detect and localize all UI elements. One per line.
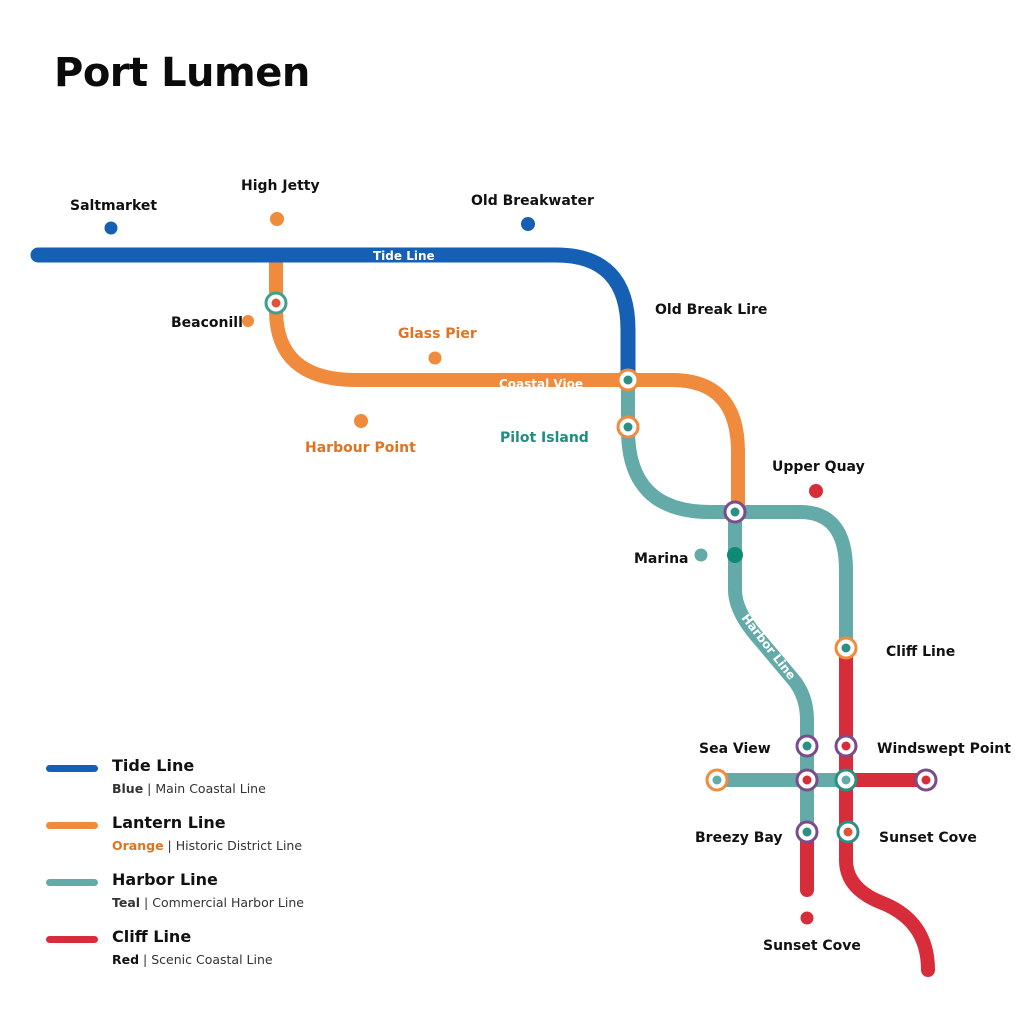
upper-quay-dot[interactable]: [809, 484, 823, 498]
legend-line-description: Orange | Historic District Line: [112, 838, 302, 853]
legend-description-text: Commercial Harbor Line: [152, 895, 304, 910]
legend-separator: |: [143, 781, 156, 796]
tide-line-route[interactable]: [30, 247, 636, 388]
legend-color-word: Red: [112, 952, 140, 967]
station-breezy-bay[interactable]: Breezy Bay: [695, 830, 783, 846]
beaconill-dot[interactable]: [242, 315, 254, 327]
legend-swatch: [46, 822, 98, 829]
windswept-point-terminus[interactable]: [914, 768, 938, 792]
legend-color-word: Teal: [112, 895, 141, 910]
glass-pier-dot[interactable]: [428, 351, 442, 365]
legend-line-description: Red | Scenic Coastal Line: [112, 952, 273, 967]
station-marina[interactable]: Marina: [634, 551, 689, 567]
legend-item-harbor-line[interactable]: Harbor Line Teal | Commercial Harbor Lin…: [46, 870, 346, 927]
cliff-line-interchange[interactable]: [834, 636, 858, 660]
sea-view-interchange[interactable]: [795, 734, 819, 758]
lantern-line-label: Coastal Vioe: [499, 377, 583, 391]
station-saltmarket[interactable]: Saltmarket: [70, 198, 157, 214]
station-sunset-cove-right[interactable]: Sunset Cove: [879, 830, 977, 846]
station-labels: Saltmarket High Jetty Old Breakwater Old…: [70, 178, 1011, 954]
station-sunset-cove-bottom[interactable]: Sunset Cove: [763, 938, 861, 954]
interchange-stations: [264, 291, 938, 844]
cliff-line-route[interactable]: [839, 641, 935, 977]
beaconill-interchange[interactable]: [264, 291, 288, 315]
coastal-interchange[interactable]: [616, 368, 640, 392]
legend-item-cliff-line[interactable]: Cliff Line Red | Scenic Coastal Line: [46, 927, 346, 984]
legend-color-word: Blue: [112, 781, 144, 796]
map-title: Port Lumen: [54, 50, 310, 96]
station-cliff-line[interactable]: Cliff Line: [886, 644, 955, 660]
legend-item-tide-line[interactable]: Tide Line Blue | Main Coastal Line: [46, 756, 346, 813]
sunset-cove-interchange[interactable]: [836, 820, 860, 844]
legend-swatch: [46, 879, 98, 886]
tide-line-label: Tide Line: [373, 249, 435, 263]
station-upper-quay[interactable]: Upper Quay: [772, 459, 865, 475]
map-legend: Tide Line Blue | Main Coastal Line Lante…: [46, 756, 346, 984]
station-windswept-point[interactable]: Windswept Point: [877, 741, 1011, 757]
station-glass-pier[interactable]: Glass Pier: [398, 326, 477, 342]
legend-line-description: Teal | Commercial Harbor Line: [112, 895, 304, 910]
old-breakwater-dot[interactable]: [521, 217, 535, 231]
legend-description-text: Scenic Coastal Line: [151, 952, 273, 967]
saltmarket-dot[interactable]: [104, 221, 118, 235]
sunset-cove-dot[interactable]: [800, 911, 814, 925]
legend-swatch: [46, 765, 98, 772]
cliff-cross-interchange[interactable]: [834, 768, 858, 792]
legend-line-name: Tide Line: [112, 756, 195, 775]
legend-item-lantern-line[interactable]: Lantern Line Orange | Historic District …: [46, 813, 346, 870]
legend-separator: |: [139, 952, 152, 967]
legend-line-name: Lantern Line: [112, 813, 226, 832]
legend-color-word: Orange: [112, 838, 164, 853]
legend-description-text: Historic District Line: [175, 838, 303, 853]
legend-line-description: Blue | Main Coastal Line: [112, 781, 266, 796]
central-cross-interchange[interactable]: [795, 768, 819, 792]
harbour-point-dot[interactable]: [354, 414, 368, 428]
pilot-island-interchange[interactable]: [616, 415, 640, 439]
lantern-line-route[interactable]: [269, 251, 745, 519]
marina-dot[interactable]: [694, 548, 708, 562]
station-old-break-lire[interactable]: Old Break Lire: [655, 302, 767, 318]
station-old-breakwater[interactable]: Old Breakwater: [471, 193, 594, 209]
station-harbour-point[interactable]: Harbour Point: [305, 440, 416, 456]
sea-view-spur-end[interactable]: [705, 768, 729, 792]
legend-separator: |: [140, 895, 153, 910]
harbor-line-route[interactable]: [621, 373, 853, 655]
station-pilot-island[interactable]: Pilot Island: [500, 430, 589, 446]
station-beaconill[interactable]: Beaconill: [171, 315, 243, 331]
breezy-bay-interchange[interactable]: [795, 820, 819, 844]
legend-description-text: Main Coastal Line: [155, 781, 266, 796]
station-high-jetty[interactable]: High Jetty: [241, 178, 320, 194]
harbor-line-branch[interactable]: [728, 505, 814, 839]
windswept-interchange[interactable]: [834, 734, 858, 758]
harbor-junction-interchange[interactable]: [723, 500, 747, 524]
harbor-line-label: Harbor Line: [739, 611, 799, 682]
station-sea-view[interactable]: Sea View: [699, 741, 771, 757]
high-jetty-dot[interactable]: [270, 212, 284, 226]
legend-separator: |: [163, 838, 176, 853]
legend-line-name: Harbor Line: [112, 870, 218, 889]
legend-swatch: [46, 936, 98, 943]
station-dots: [104, 212, 823, 925]
marina-junction-dot[interactable]: [727, 547, 743, 563]
legend-line-name: Cliff Line: [112, 927, 192, 946]
